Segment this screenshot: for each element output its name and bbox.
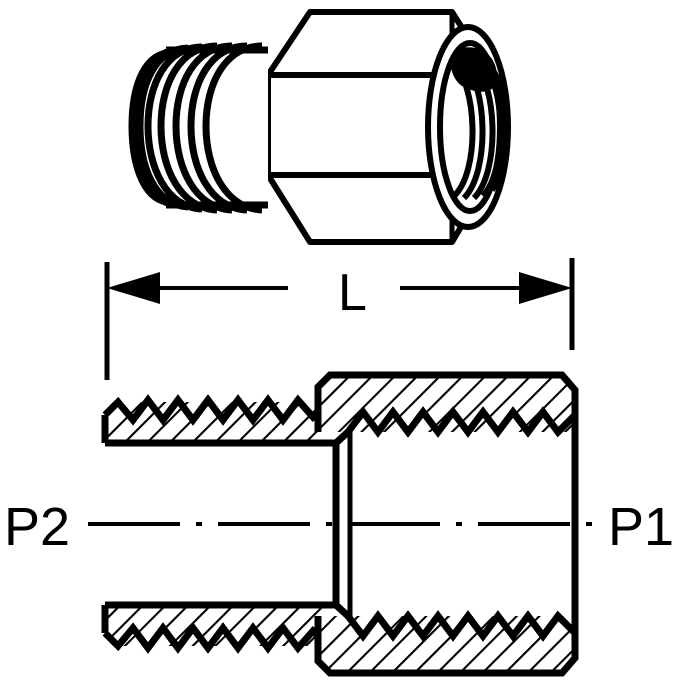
female-wall-upper: [314, 371, 579, 446]
male-thread-loop-8: [128, 49, 168, 206]
female-thread-profile-upper: [345, 406, 578, 438]
iso-female-bore: [425, 24, 511, 230]
female-thread-arc-1: [449, 59, 476, 199]
dimension-arrow-right: [519, 272, 572, 304]
male-thread-profile-lower: [102, 622, 333, 654]
male-thread-loop-2: [187, 42, 248, 214]
female-thread-arc-2: [459, 57, 486, 201]
port-label-p2: P2: [4, 497, 70, 557]
section-view: [88, 371, 596, 677]
iso-male-thread: [128, 42, 268, 214]
male-thread-loop-1: [202, 42, 263, 214]
male-thread-loop-3: [172, 42, 233, 214]
length-dimension-label: L: [338, 264, 367, 322]
female-wall-lower: [314, 602, 579, 677]
female-thread-arc-3: [469, 57, 496, 201]
female-thread-arc-5: [488, 66, 509, 192]
male-wall-lower: [101, 601, 336, 654]
port-label-p1: P1: [608, 497, 674, 557]
isometric-view: [128, 9, 511, 245]
male-thread-profile-upper: [102, 394, 333, 426]
female-thread-arc-4: [479, 59, 504, 199]
male-wall-upper: [101, 394, 336, 447]
dimension-arrow-left: [107, 272, 160, 304]
female-thread-profile-lower: [345, 610, 578, 642]
length-dimension: L: [104, 258, 575, 380]
male-thread-loop-5: [144, 43, 203, 213]
male-thread-loop-4: [157, 42, 218, 214]
